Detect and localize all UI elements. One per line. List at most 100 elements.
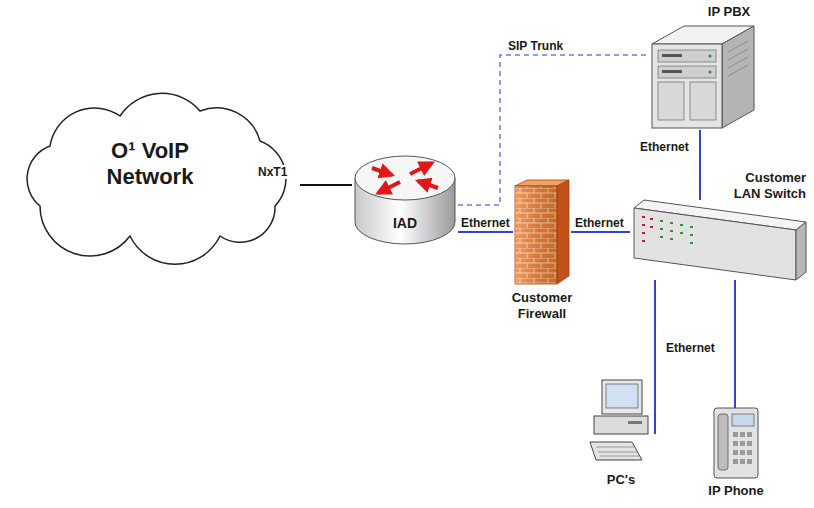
- device-label: Customer LAN Switch: [728, 170, 806, 201]
- label-holder: O¹ VoIP Network: [90, 138, 210, 191]
- network-device: IP PBX: [648, 22, 758, 130]
- link-label: NxT1: [256, 165, 289, 179]
- icon-part: [660, 236, 663, 238]
- icon-part: [602, 380, 642, 414]
- phone-icon: [710, 408, 762, 478]
- link-label: Ethernet: [638, 140, 691, 154]
- icon-part: [728, 41, 748, 76]
- icon-part: [680, 232, 683, 234]
- icon-part: [670, 222, 673, 224]
- link-label-holder: Ethernet: [573, 213, 626, 231]
- firewall-side: [557, 180, 569, 284]
- icon-part: [515, 186, 557, 284]
- keypad-key: [747, 432, 752, 437]
- link-line: [458, 231, 513, 233]
- label-holder: IP PBX: [696, 2, 762, 20]
- icon-part: [796, 222, 806, 280]
- icon-part: [590, 442, 642, 460]
- icon-part: [642, 232, 645, 234]
- network-device: Customer Firewall: [513, 178, 571, 286]
- link-line: [300, 184, 352, 186]
- keypad-key: [740, 459, 745, 464]
- icon-part: [722, 26, 754, 128]
- keypad-key: [733, 450, 738, 455]
- link-label-holder: Ethernet: [664, 338, 717, 356]
- link-line: [734, 280, 736, 408]
- icon-part: [690, 226, 693, 228]
- link-line: [699, 130, 701, 200]
- keypad-key: [740, 450, 745, 455]
- router-icon: [352, 150, 458, 250]
- icon-part: [410, 163, 432, 174]
- network-device: O¹ VoIP Network: [0, 86, 300, 251]
- keypad-key: [733, 441, 738, 446]
- link-label: Ethernet: [459, 216, 512, 230]
- label-holder: Customer Firewall: [495, 290, 589, 322]
- device-label: PC's: [607, 472, 635, 488]
- router-top: [355, 156, 455, 200]
- icon-part: [652, 44, 722, 128]
- link-label-holder: Ethernet: [638, 137, 691, 155]
- label-holder: PC's: [588, 470, 654, 488]
- keypad-key: [747, 441, 752, 446]
- link-label-holder: Ethernet: [459, 213, 512, 231]
- icon-part: [378, 182, 400, 193]
- network-device: PC's: [588, 380, 654, 468]
- firewall-icon: [513, 178, 571, 286]
- keypad-key: [733, 432, 738, 437]
- device-label: IAD: [393, 215, 417, 232]
- keypad-key: [740, 432, 745, 437]
- icon-part: [660, 228, 663, 230]
- icon-part: [690, 82, 716, 120]
- label-holder: IAD: [352, 214, 458, 232]
- icon-part: [650, 226, 653, 228]
- icon-part: [662, 70, 682, 73]
- label-holder: Customer LAN Switch: [728, 170, 806, 202]
- icon-part: [733, 432, 752, 464]
- icon-part: [660, 220, 663, 222]
- icon-part: [650, 218, 653, 220]
- icon-part: [642, 240, 645, 242]
- device-label: IP Phone: [708, 483, 763, 499]
- cloud-outline: [27, 93, 286, 264]
- keypad-key: [747, 459, 752, 464]
- server-icon: [648, 22, 758, 130]
- router-arrows: [372, 163, 438, 193]
- icon-part: [372, 168, 392, 175]
- icon-part: [606, 384, 638, 408]
- link-line: [571, 231, 630, 233]
- firewall-front: [515, 186, 557, 284]
- keypad-key: [733, 459, 738, 464]
- icon-part: [718, 414, 728, 470]
- icon-part: [708, 54, 711, 57]
- keypad-key: [747, 450, 752, 455]
- icon-part: [732, 414, 754, 426]
- link-label: Ethernet: [664, 341, 717, 355]
- sip-trunk-line: [458, 55, 648, 205]
- icon-part: [642, 224, 645, 226]
- icon-part: [658, 66, 716, 78]
- icon-part: [670, 230, 673, 232]
- link-label: Ethernet: [573, 216, 626, 230]
- label-holder: IP Phone: [696, 481, 776, 499]
- link-label-holder: SIP Trunk: [506, 36, 565, 54]
- status-lights: [642, 216, 693, 244]
- icon-part: [628, 421, 642, 424]
- icon-part: [658, 82, 684, 120]
- device-label: IP PBX: [708, 4, 750, 20]
- icon-part: [642, 216, 645, 218]
- network-device: IAD: [352, 150, 458, 250]
- icon-part: [418, 181, 438, 188]
- device-label: O¹ VoIP Network: [90, 138, 210, 191]
- link-label-holder: NxT1: [256, 162, 289, 180]
- link-line: [654, 280, 655, 433]
- keypad-key: [740, 441, 745, 446]
- pc-icon: [588, 380, 654, 468]
- icon-part: [680, 224, 683, 226]
- switch-icon: [630, 200, 806, 280]
- icon-part: [708, 70, 711, 73]
- icon-part: [596, 447, 639, 456]
- network-device: Customer LAN Switch: [630, 200, 806, 280]
